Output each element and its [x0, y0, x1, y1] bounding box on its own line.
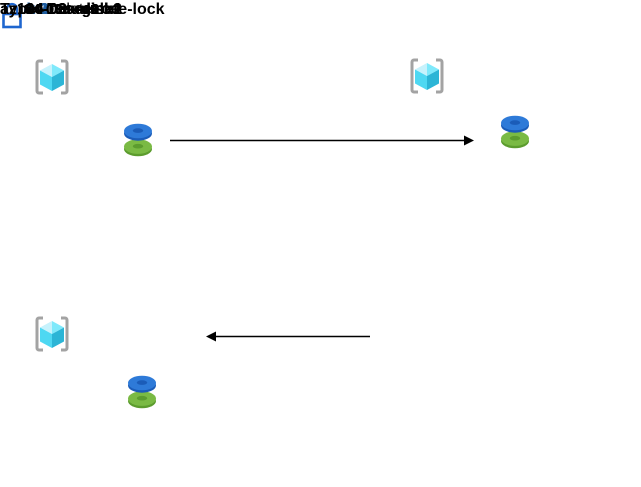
lock-badge	[0, 0, 24, 32]
managed-disk-icon	[501, 115, 529, 149]
lock-icon	[2, 2, 22, 29]
resource-group-name: az104-03a-rg2	[0, 1, 100, 18]
disk-name: az104-03a-disk1	[0, 1, 122, 18]
managed-disk-icon	[124, 123, 152, 157]
lock-name: az104-03a-delete-lock	[0, 1, 165, 18]
move-resource-label: Move resource	[0, 0, 120, 18]
lock-arrow-icon	[206, 331, 370, 342]
disk-name: az104-03a-disk2	[0, 1, 122, 18]
lock-type-value: Delete	[45, 1, 93, 18]
resource-group-name: az104-03a-rg1	[0, 1, 100, 18]
managed-disk-icon	[128, 375, 156, 409]
resource-group-name: az104-03a-rg3	[0, 1, 100, 18]
lock-type: Type: Delete	[0, 0, 92, 20]
disk-name: az104-03a-disk1	[0, 1, 122, 18]
resource-group-icon	[35, 316, 69, 352]
resource-group-icon	[35, 59, 69, 95]
resource-group-icon	[410, 58, 444, 94]
lock-type-label: Type:	[0, 1, 42, 18]
move-arrow-icon	[170, 135, 474, 146]
